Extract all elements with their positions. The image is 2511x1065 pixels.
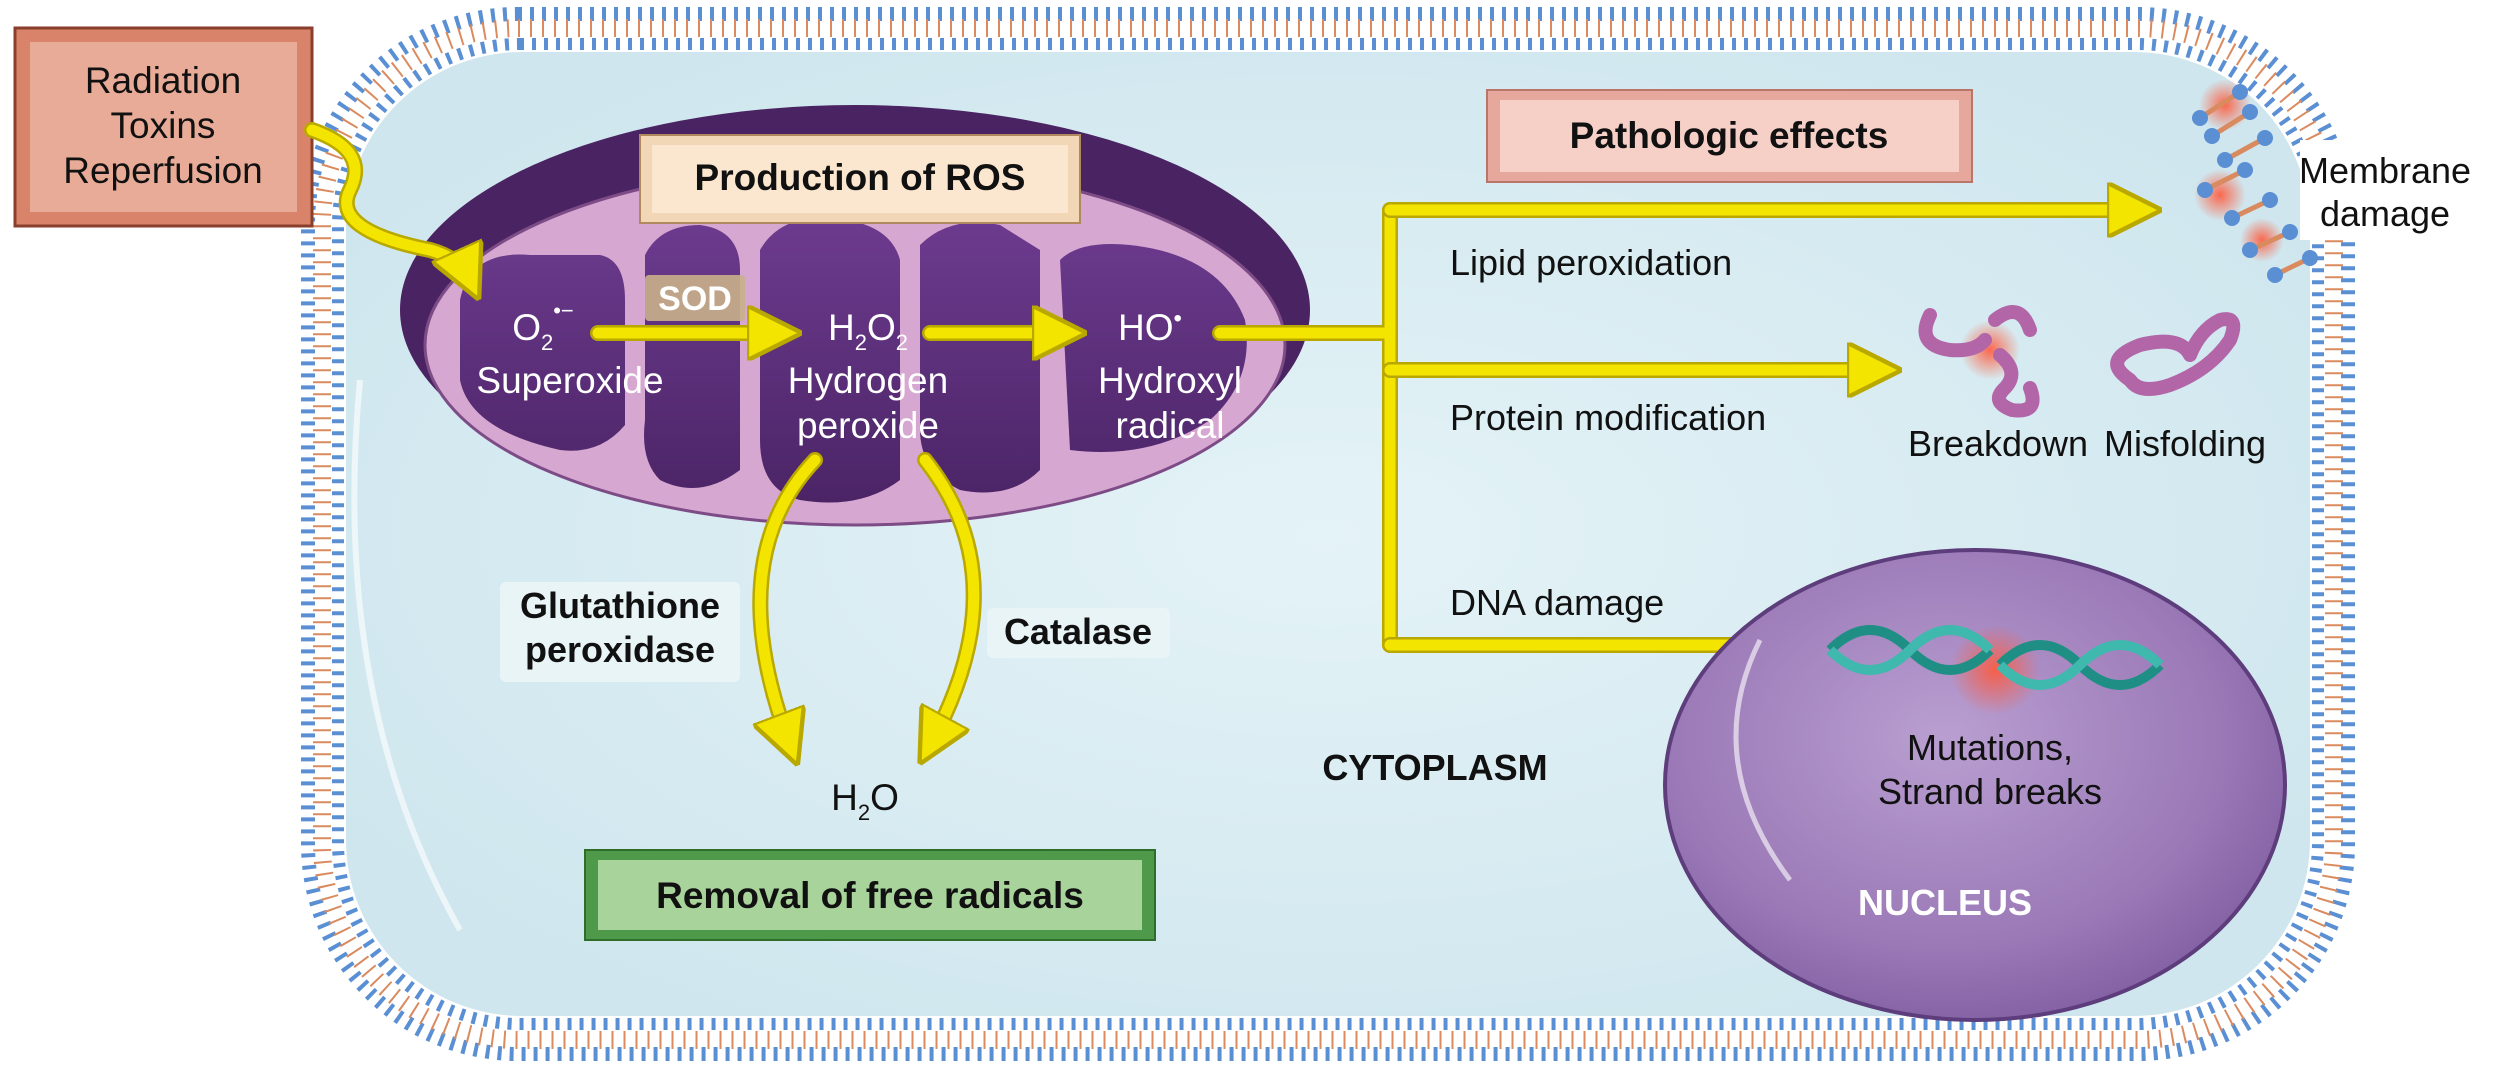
protein-misfolding: Misfolding (2104, 312, 2266, 464)
hydroxyl-name-2: radical (1116, 405, 1225, 446)
svg-text:H2O: H2O (831, 777, 899, 825)
superoxide-sup: •− (553, 298, 574, 323)
stimulus-radiation: Radiation (85, 60, 241, 101)
protein-label: Protein modification (1450, 397, 1766, 438)
effects-title: Pathologic effects (1570, 115, 1889, 156)
nucleus: Mutations, Strand breaks NUCLEUS (1663, 548, 2287, 1022)
membrane-inner (332, 38, 2324, 1030)
arrow-stimuli-to-superoxide (304, 122, 470, 280)
superoxide-sub: 2 (541, 330, 553, 355)
h2o2-name-1: Hydrogen (788, 360, 948, 401)
misfolding-label: Misfolding (2104, 423, 2266, 464)
mutations-line-2: Strand breaks (1878, 771, 2102, 812)
stimulus-toxins: Toxins (111, 105, 216, 146)
arrows (304, 122, 2140, 745)
sod-text: SOD (658, 280, 732, 318)
glutathione-line-2: peroxidase (525, 629, 715, 670)
removal-box: Removal of free radicals (584, 849, 1156, 941)
svg-text:H2O2: H2O2 (828, 307, 908, 355)
superoxide: O2•− Superoxide (476, 298, 663, 401)
nucleus-body (1663, 548, 2287, 1022)
sod-label: SOD (645, 275, 745, 321)
dna-helix (1826, 625, 2164, 690)
effects-box: Pathologic effects (1486, 89, 1973, 183)
nucleus-label: NUCLEUS (1858, 882, 2032, 923)
superoxide-name: Superoxide (476, 360, 663, 401)
production-title: Production of ROS (695, 157, 1026, 198)
membrane-damage-line-1: Membrane (2299, 150, 2471, 191)
lipid-label: Lipid peroxidation (1450, 242, 1732, 283)
hydrogen-peroxide: H2O2 Hydrogen peroxide (788, 307, 948, 446)
membrane-damage: Membrane damage (2192, 79, 2490, 283)
breakdown-label: Breakdown (1908, 423, 2088, 464)
dna-label: DNA damage (1450, 582, 1664, 623)
catalase-text: Catalase (1004, 611, 1152, 652)
cytoplasm-highlight (351, 379, 463, 932)
arrow-catalase (917, 452, 982, 745)
cytoplasm-label: CYTOPLASM (1322, 747, 1547, 788)
membrane-damage-line-2: damage (2320, 193, 2450, 234)
production-label: Production of ROS (639, 134, 1081, 224)
water: H2O (831, 777, 899, 825)
glutathione-label: Glutathione peroxidase (500, 582, 740, 682)
svg-text:HO•: HO• (1118, 305, 1182, 348)
removal-title: Removal of free radicals (656, 875, 1084, 916)
catalase-label: Catalase (987, 608, 1170, 658)
stimuli-box: Radiation Toxins Reperfusion (13, 26, 314, 228)
membrane-outer (301, 7, 2355, 1061)
arrow-effects-trunk (1212, 202, 1398, 653)
superoxide-o: O (512, 307, 541, 348)
glutathione-line-1: Glutathione (520, 585, 720, 626)
stimulus-reperfusion: Reperfusion (63, 150, 263, 191)
protein-breakdown: Breakdown (1908, 305, 2088, 464)
mutations-line-1: Mutations, (1907, 727, 2073, 768)
arrow-glutathione (752, 452, 823, 745)
hydroxyl-radical: HO• Hydroxyl radical (1098, 305, 1242, 446)
h2o2-name-2: peroxide (797, 405, 939, 446)
svg-text:O2•−: O2•− (512, 298, 574, 355)
hydroxyl-name-1: Hydroxyl (1098, 360, 1242, 401)
